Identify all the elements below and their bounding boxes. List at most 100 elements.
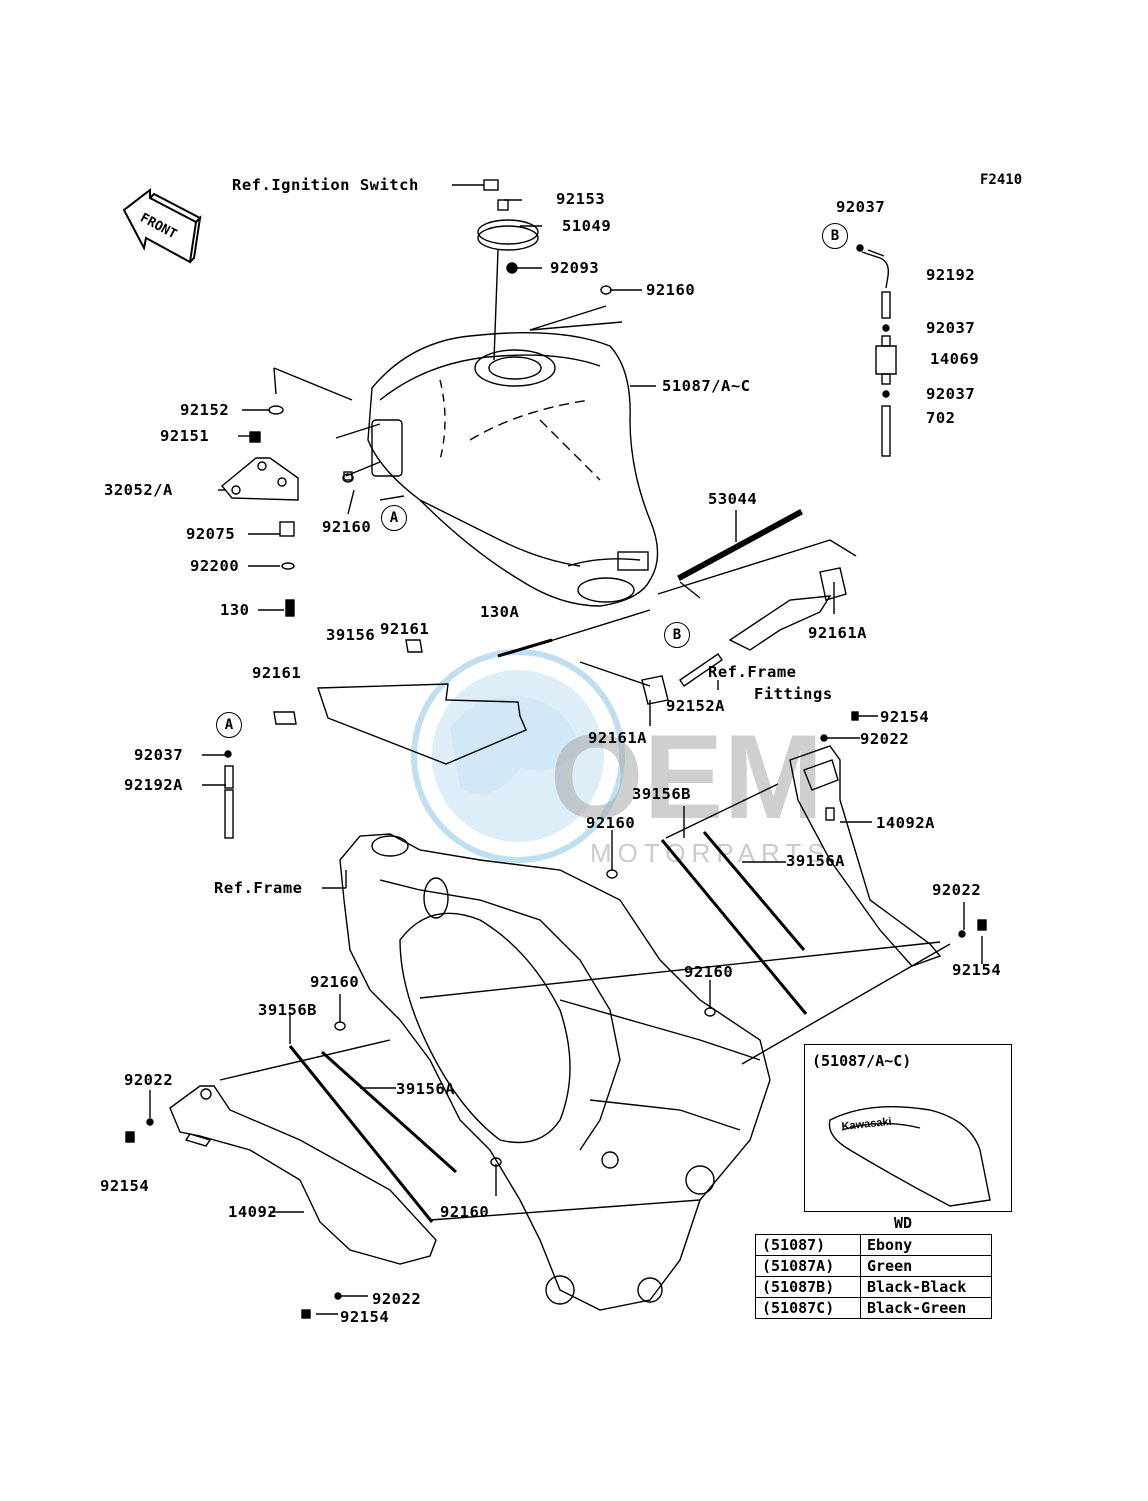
- label-92154-right-2[interactable]: 92154: [952, 961, 1002, 979]
- label-92037-b[interactable]: 92037: [836, 198, 886, 216]
- side-cover-left: [169, 1085, 437, 1265]
- fuel-tank-drawing: [367, 331, 659, 607]
- color-row: (51087B) Black-Black: [755, 1276, 992, 1298]
- label-39156a-left[interactable]: 39156A: [396, 1080, 455, 1098]
- label-ref-frame-fittings-1: Ref.Frame: [708, 663, 797, 681]
- strip-53044: [677, 509, 803, 581]
- strip-39156b-right: [660, 839, 808, 1015]
- strip-39156b-left: [288, 1045, 434, 1223]
- color-table: (51087) Ebony (51087A) Green (51087B) Bl…: [755, 1234, 992, 1319]
- color-row: (51087C) Black-Green: [755, 1297, 992, 1319]
- color-row: (51087A) Green: [755, 1255, 992, 1277]
- inset-brand-text: Kawasaki: [841, 1116, 892, 1133]
- color-name: Black-Black: [860, 1276, 992, 1298]
- label-ref-frame: Ref.Frame: [214, 879, 303, 897]
- label-ref-frame-fittings-2: Fittings: [754, 685, 833, 703]
- rod-92152a: [679, 653, 723, 687]
- label-92160-right-2[interactable]: 92160: [684, 963, 734, 981]
- label-130[interactable]: 130: [220, 601, 250, 619]
- label-39156[interactable]: 39156: [326, 626, 376, 644]
- color-name: Green: [860, 1255, 992, 1277]
- label-14092a[interactable]: 14092A: [876, 814, 935, 832]
- label-ref-ignition: Ref.Ignition Switch: [232, 176, 419, 194]
- label-92022-bottom[interactable]: 92022: [372, 1290, 422, 1308]
- color-code: (51087): [755, 1234, 861, 1256]
- label-92152a[interactable]: 92152A: [666, 697, 725, 715]
- label-92192a[interactable]: 92192A: [124, 776, 183, 794]
- label-14069[interactable]: 14069: [930, 350, 980, 368]
- label-92154-right[interactable]: 92154: [880, 708, 930, 726]
- label-92200[interactable]: 92200: [190, 557, 240, 575]
- label-130a[interactable]: 130A: [480, 603, 520, 621]
- label-92161a-right[interactable]: 92161A: [808, 624, 867, 642]
- circle-ref-b-tank: B: [664, 622, 690, 648]
- label-39156b-left[interactable]: 39156B: [258, 1001, 317, 1019]
- label-92154-bottom[interactable]: 92154: [340, 1308, 390, 1326]
- inset-box: [804, 1044, 1012, 1212]
- label-92160-left-2[interactable]: 92160: [310, 973, 360, 991]
- color-row: (51087) Ebony: [755, 1234, 992, 1256]
- label-92160-top[interactable]: 92160: [646, 281, 696, 299]
- label-92192[interactable]: 92192: [926, 266, 976, 284]
- pad-92161-1: [405, 639, 423, 653]
- label-92160-bottom[interactable]: 92160: [440, 1203, 490, 1221]
- label-92152[interactable]: 92152: [180, 401, 230, 419]
- label-39156b-right[interactable]: 39156B: [632, 785, 691, 803]
- label-92037-2[interactable]: 92037: [926, 319, 976, 337]
- figure-code: F2410: [980, 172, 1023, 188]
- label-39156a-right[interactable]: 39156A: [786, 852, 845, 870]
- fasteners: [125, 285, 987, 1319]
- side-cover-right: [789, 745, 942, 967]
- rubber-92161a: [641, 675, 669, 705]
- label-92037-3[interactable]: 92037: [926, 385, 976, 403]
- watermark-brand: OEM: [550, 710, 823, 844]
- label-53044[interactable]: 53044: [708, 490, 758, 508]
- pad-39156: [317, 683, 527, 765]
- strip-39156a-left: [320, 1050, 458, 1174]
- label-92154-left[interactable]: 92154: [100, 1177, 150, 1195]
- label-92022-right-2[interactable]: 92022: [932, 881, 982, 899]
- wd-label: WD: [894, 1214, 913, 1232]
- label-92037-a[interactable]: 92037: [134, 746, 184, 764]
- frame-fittings-drawing: [728, 595, 832, 651]
- bracket-drawing: [221, 405, 353, 617]
- label-51049[interactable]: 51049: [562, 217, 612, 235]
- frame-drawing: [339, 833, 771, 1311]
- inset-tank-drawing: Kawasaki: [828, 1105, 991, 1207]
- circle-ref-b-hose: B: [822, 223, 848, 249]
- label-51087[interactable]: 51087/A~C: [662, 377, 751, 395]
- color-name: Black-Green: [860, 1297, 992, 1319]
- hose-drawing: [856, 244, 897, 457]
- label-92022-right[interactable]: 92022: [860, 730, 910, 748]
- leader-lines: [149, 184, 983, 1315]
- label-702[interactable]: 702: [926, 409, 956, 427]
- watermark-sub: MOTORPARTS: [590, 838, 831, 868]
- front-arrow-icon: FRONT: [122, 187, 202, 264]
- rubber-92161a-right: [819, 567, 847, 601]
- label-92161-2[interactable]: 92161: [252, 664, 302, 682]
- pad-92161-2: [273, 711, 297, 725]
- color-code: (51087B): [755, 1276, 861, 1298]
- label-32052[interactable]: 32052/A: [104, 481, 173, 499]
- bolt-130a: [497, 638, 553, 658]
- label-92151[interactable]: 92151: [160, 427, 210, 445]
- circle-ref-a-hose: A: [216, 712, 242, 738]
- label-92153[interactable]: 92153: [556, 190, 606, 208]
- label-92093[interactable]: 92093: [550, 259, 600, 277]
- color-name: Ebony: [860, 1234, 992, 1256]
- color-code: (51087C): [755, 1297, 861, 1319]
- inset-title: (51087/A~C): [812, 1052, 912, 1070]
- label-92161a[interactable]: 92161A: [588, 729, 647, 747]
- label-92075[interactable]: 92075: [186, 525, 236, 543]
- oem-watermark: OEM MOTORPARTS: [411, 649, 831, 868]
- label-92160-mid[interactable]: 92160: [586, 814, 636, 832]
- label-14092[interactable]: 14092: [228, 1203, 278, 1221]
- color-code: (51087A): [755, 1255, 861, 1277]
- label-92161-1[interactable]: 92161: [380, 620, 430, 638]
- strip-39156a-right: [702, 831, 806, 951]
- label-92022-left[interactable]: 92022: [124, 1071, 174, 1089]
- label-92160-left[interactable]: 92160: [322, 518, 372, 536]
- circle-ref-a-tank: A: [381, 505, 407, 531]
